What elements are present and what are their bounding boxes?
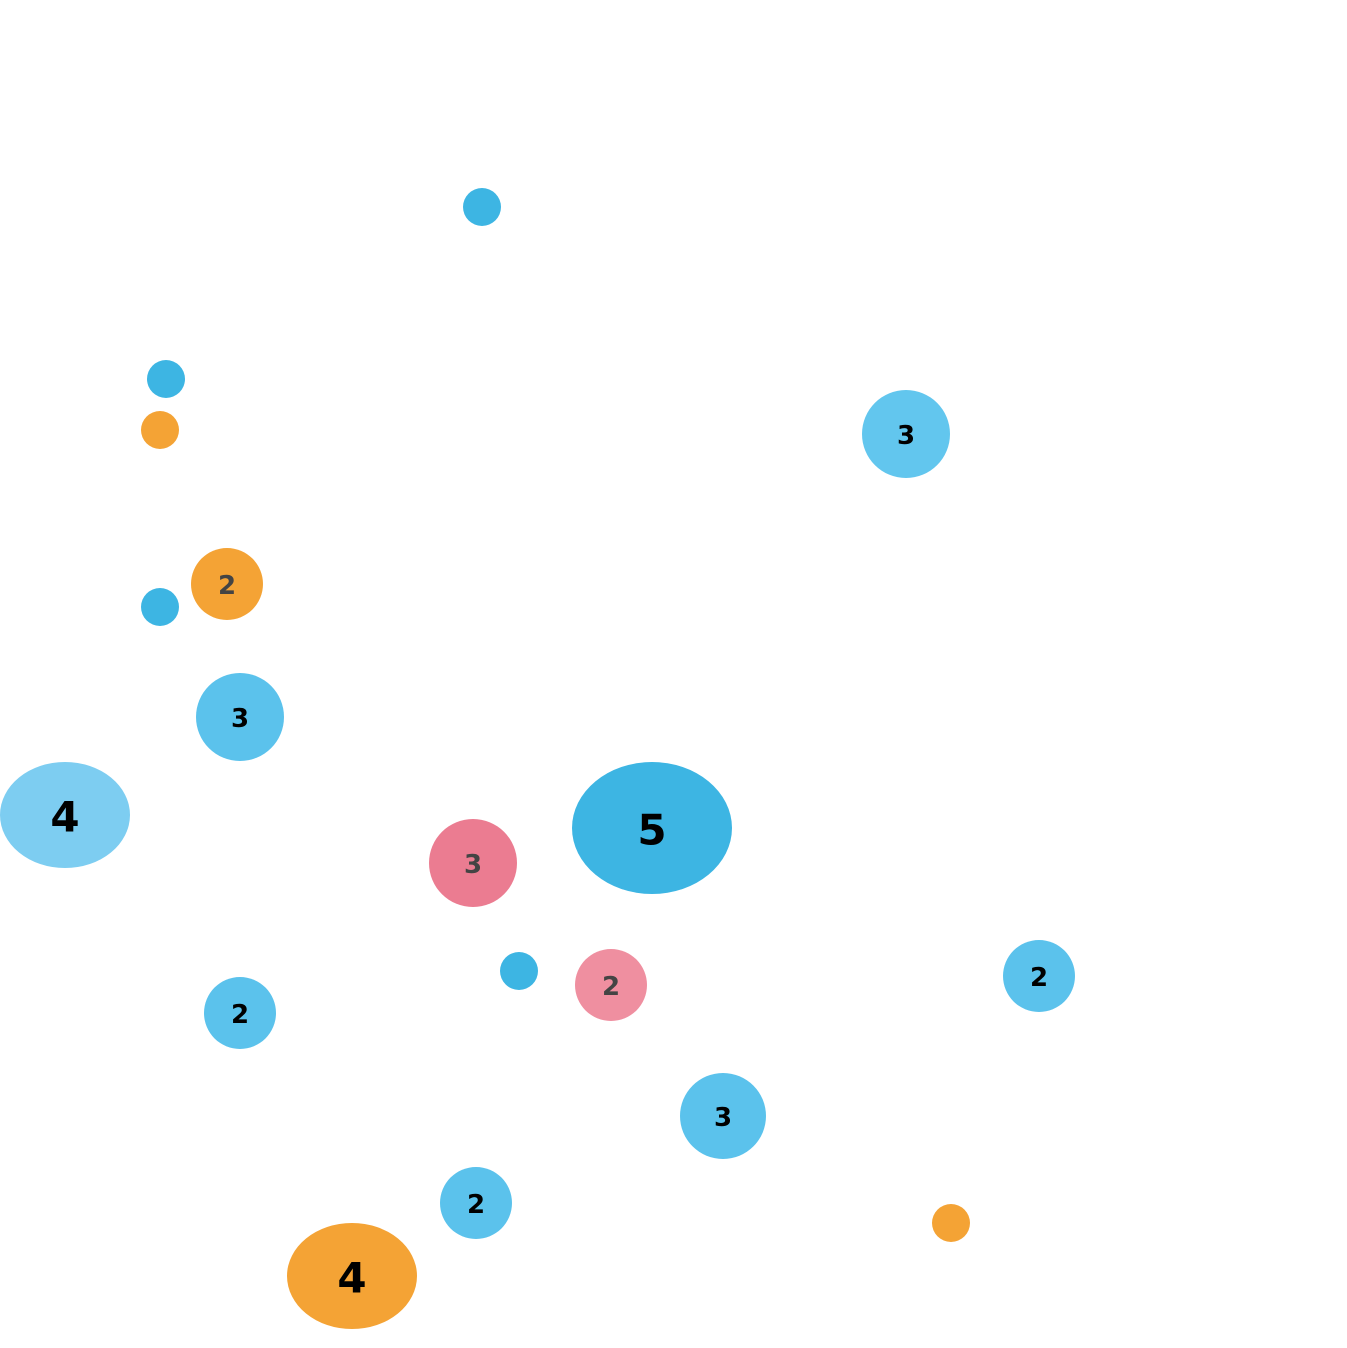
- cluster-count-label: 2: [218, 571, 236, 601]
- cluster-circle[interactable]: [572, 762, 732, 894]
- point-dot[interactable]: [463, 188, 501, 226]
- point-marker[interactable]: [463, 188, 501, 226]
- cluster-count-label: 4: [50, 793, 79, 842]
- cluster-count-label: 5: [637, 806, 666, 855]
- markers-layer: 3 2 3 4 5 3 2 2 2 3 2 4: [0, 188, 1075, 1329]
- cluster-count-label: 3: [231, 704, 249, 734]
- point-dot[interactable]: [141, 588, 179, 626]
- cluster-circle[interactable]: [1003, 940, 1075, 1012]
- point-dot[interactable]: [141, 411, 179, 449]
- cluster-circle[interactable]: [862, 390, 950, 478]
- cluster-marker[interactable]: 5: [572, 762, 732, 894]
- cluster-circle[interactable]: [191, 548, 263, 620]
- point-dot[interactable]: [932, 1204, 970, 1242]
- cluster-count-label: 2: [602, 972, 620, 1002]
- cluster-marker[interactable]: 3: [862, 390, 950, 478]
- point-marker[interactable]: [500, 952, 538, 990]
- cluster-circle[interactable]: [0, 762, 130, 868]
- cluster-marker[interactable]: 3: [196, 673, 284, 761]
- cluster-circle[interactable]: [575, 949, 647, 1021]
- cluster-circle[interactable]: [680, 1073, 766, 1159]
- cluster-marker[interactable]: 2: [1003, 940, 1075, 1012]
- cluster-circle[interactable]: [204, 977, 276, 1049]
- cluster-circle[interactable]: [429, 819, 517, 907]
- cluster-count-label: 3: [464, 850, 482, 880]
- cluster-count-label: 3: [897, 421, 915, 451]
- point-marker[interactable]: [141, 588, 179, 626]
- point-dot[interactable]: [147, 360, 185, 398]
- cluster-marker[interactable]: 3: [429, 819, 517, 907]
- cluster-circle[interactable]: [287, 1223, 417, 1329]
- cluster-count-label: 3: [714, 1103, 732, 1133]
- point-dot[interactable]: [500, 952, 538, 990]
- cluster-marker[interactable]: 4: [0, 762, 130, 868]
- cluster-marker[interactable]: 2: [440, 1167, 512, 1239]
- point-marker[interactable]: [932, 1204, 970, 1242]
- cluster-count-label: 4: [337, 1254, 366, 1303]
- point-marker[interactable]: [147, 360, 185, 398]
- cluster-marker[interactable]: 3: [680, 1073, 766, 1159]
- cluster-marker[interactable]: 2: [575, 949, 647, 1021]
- cluster-count-label: 2: [467, 1190, 485, 1220]
- cluster-circle[interactable]: [440, 1167, 512, 1239]
- cluster-circle[interactable]: [196, 673, 284, 761]
- point-marker[interactable]: [141, 411, 179, 449]
- cluster-count-label: 2: [1030, 963, 1048, 993]
- cluster-marker[interactable]: 2: [191, 548, 263, 620]
- cluster-marker[interactable]: 2: [204, 977, 276, 1049]
- cluster-count-label: 2: [231, 1000, 249, 1030]
- cluster-marker[interactable]: 4: [287, 1223, 417, 1329]
